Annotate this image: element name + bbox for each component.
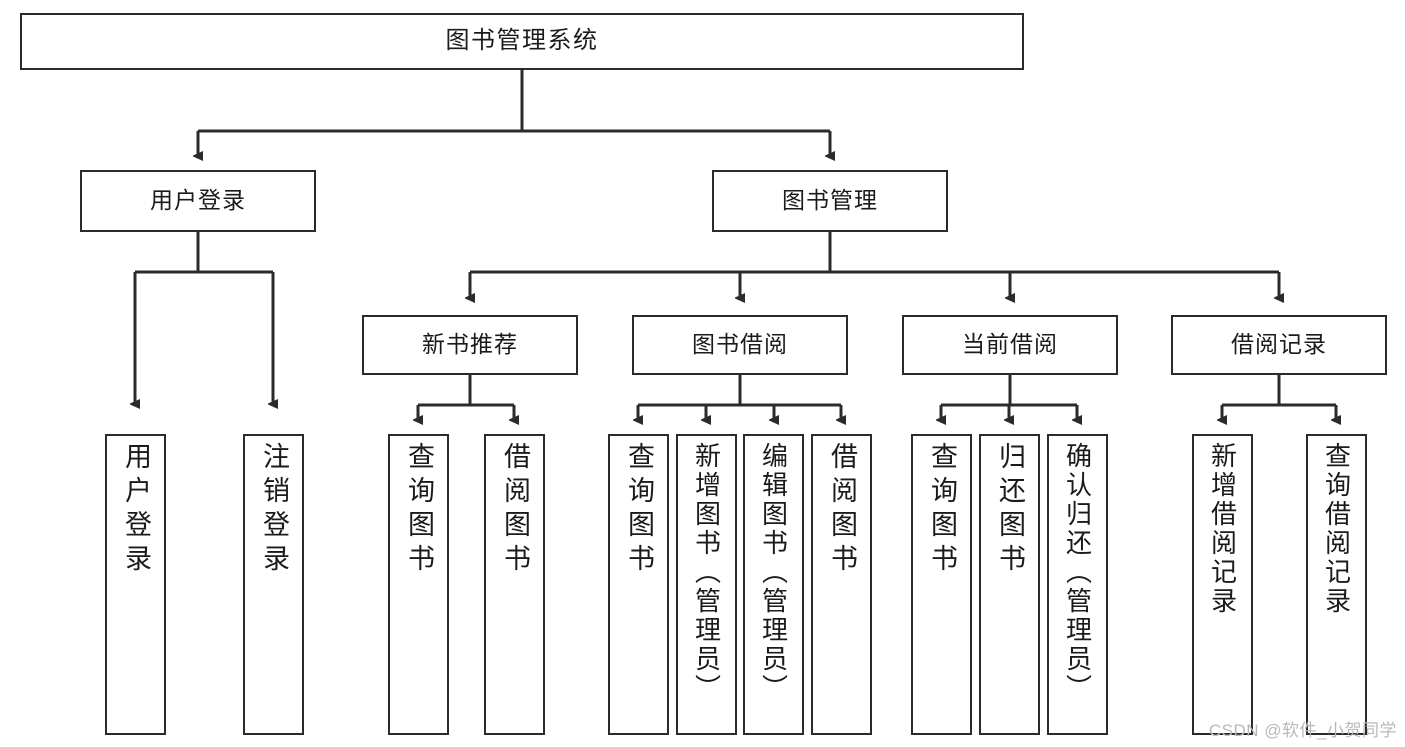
- node-leaf-query-book-1[interactable]: 查询图书: [388, 434, 449, 735]
- node-leaf-borrow-book-1-label: 借阅图书: [500, 442, 530, 578]
- node-leaf-logout-label: 注销登录: [259, 442, 289, 578]
- node-borrow-record-label: 借阅记录: [1231, 331, 1327, 358]
- node-leaf-add-book[interactable]: 新增图书（管理员）: [676, 434, 737, 735]
- node-leaf-confirm-return-label: 确认归还（管理员）: [1062, 442, 1093, 703]
- node-borrow-record[interactable]: 借阅记录: [1171, 315, 1387, 375]
- node-leaf-borrow-book-2[interactable]: 借阅图书: [811, 434, 872, 735]
- node-book-manage-label: 图书管理: [782, 187, 878, 214]
- node-leaf-borrow-book-2-label: 借阅图书: [827, 442, 857, 578]
- node-user-login-label: 用户登录: [150, 187, 246, 214]
- node-leaf-query-book-2-label: 查询图书: [624, 442, 654, 578]
- node-root-label: 图书管理系统: [445, 27, 599, 55]
- watermark: CSDN @软件_小贺同学: [1208, 721, 1397, 740]
- node-leaf-query-record[interactable]: 查询借阅记录: [1306, 434, 1367, 735]
- node-leaf-query-book-2[interactable]: 查询图书: [608, 434, 669, 735]
- node-leaf-edit-book[interactable]: 编辑图书（管理员）: [743, 434, 804, 735]
- node-current-borrow-label: 当前借阅: [962, 331, 1058, 358]
- node-user-login[interactable]: 用户登录: [80, 170, 316, 232]
- node-book-borrow-label: 图书借阅: [692, 331, 788, 358]
- node-leaf-confirm-return[interactable]: 确认归还（管理员）: [1047, 434, 1108, 735]
- node-leaf-add-record-label: 新增借阅记录: [1207, 442, 1238, 616]
- node-new-book-recommend-label: 新书推荐: [422, 331, 518, 358]
- node-leaf-query-record-label: 查询借阅记录: [1321, 442, 1352, 616]
- node-leaf-edit-book-label: 编辑图书（管理员）: [758, 442, 789, 703]
- node-leaf-user-login-label: 用户登录: [121, 442, 151, 578]
- node-book-manage[interactable]: 图书管理: [712, 170, 948, 232]
- node-root[interactable]: 图书管理系统: [20, 13, 1024, 70]
- node-new-book-recommend[interactable]: 新书推荐: [362, 315, 578, 375]
- node-leaf-user-login[interactable]: 用户登录: [105, 434, 166, 735]
- node-current-borrow[interactable]: 当前借阅: [902, 315, 1118, 375]
- node-leaf-query-book-1-label: 查询图书: [404, 442, 434, 578]
- node-leaf-return-book-label: 归还图书: [995, 442, 1025, 578]
- node-leaf-add-book-label: 新增图书（管理员）: [691, 442, 722, 703]
- node-leaf-add-record[interactable]: 新增借阅记录: [1192, 434, 1253, 735]
- node-leaf-query-book-3[interactable]: 查询图书: [911, 434, 972, 735]
- node-leaf-return-book[interactable]: 归还图书: [979, 434, 1040, 735]
- node-leaf-borrow-book-1[interactable]: 借阅图书: [484, 434, 545, 735]
- node-book-borrow[interactable]: 图书借阅: [632, 315, 848, 375]
- node-leaf-query-book-3-label: 查询图书: [927, 442, 957, 578]
- node-leaf-logout[interactable]: 注销登录: [243, 434, 304, 735]
